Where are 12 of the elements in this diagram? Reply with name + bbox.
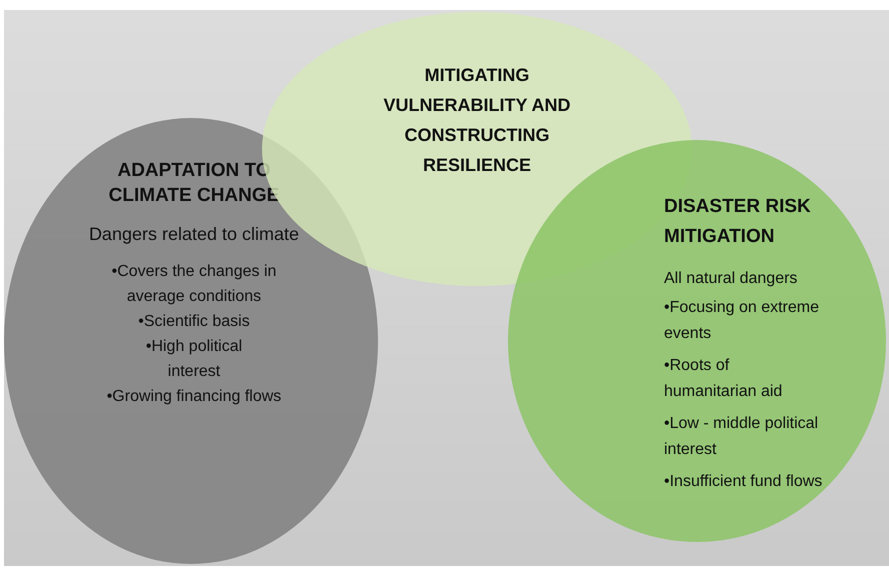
bullet-point: •Growing financing flows: [106, 387, 282, 407]
circle-heading: DISASTER RISK MITIGATION: [664, 195, 812, 249]
circle-heading: MITIGATING VULNERABILITY AND CONSTRUCTING RESILIENCE: [382, 64, 572, 177]
bullet-point: •Insufficient fund flows: [664, 472, 824, 492]
bullet-point: •Focusing on extreme events: [664, 298, 820, 344]
circle-subtitle: All natural dangers: [664, 269, 798, 289]
circle-subtitle: Dangers related to climate: [88, 223, 300, 246]
bullet-point: •Covers the changes in average conditions: [110, 262, 278, 307]
bullet-point: •Roots of humanitarian aid: [664, 356, 784, 402]
bullet-point: •Scientific basis: [137, 312, 251, 332]
bullet-point: •Low - middle political interest: [664, 414, 820, 460]
bullet-point: •High political interest: [144, 337, 244, 382]
